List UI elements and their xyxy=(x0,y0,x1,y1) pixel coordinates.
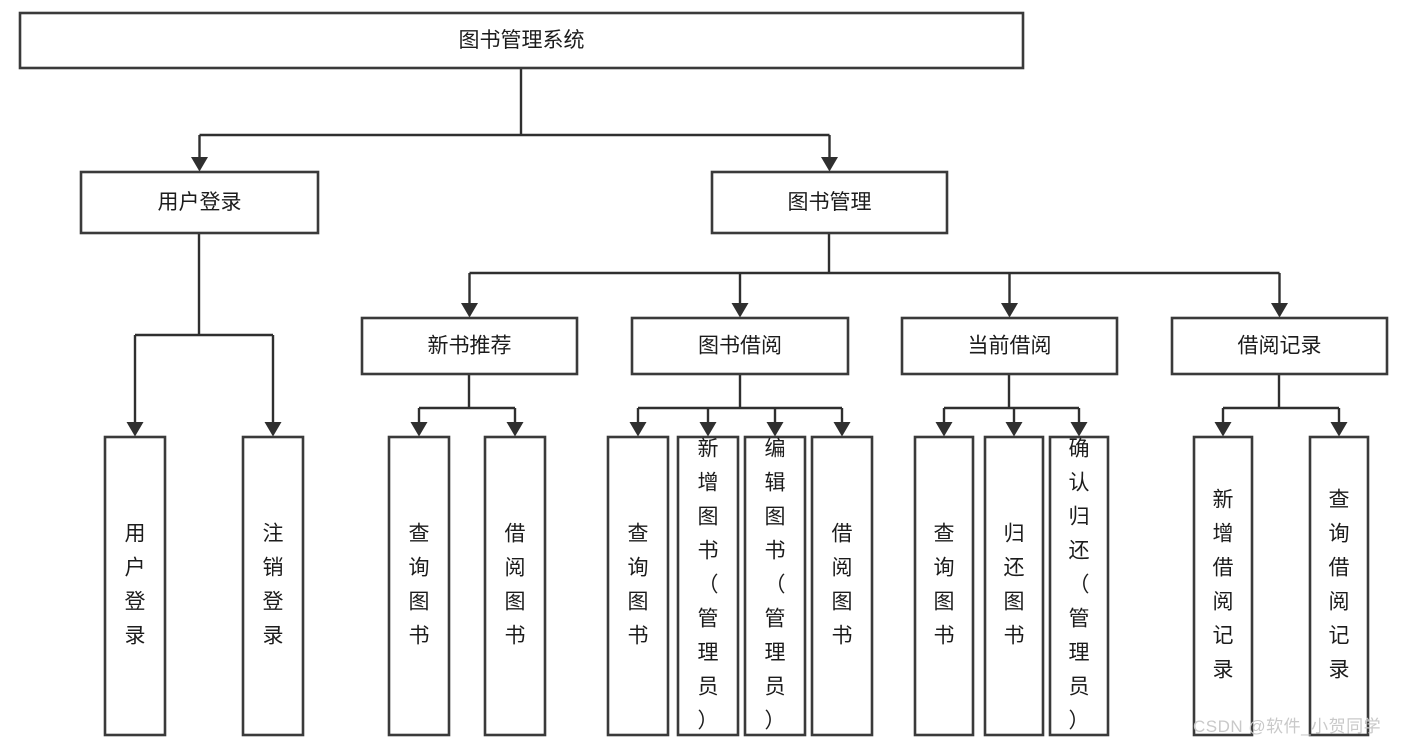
node-label-leaf-user-login: 用户登录 xyxy=(125,523,146,648)
node-box-leaf-confirm-return-admin[interactable] xyxy=(1048,435,1110,737)
node-leaf-confirm-return-admin[interactable]: 确认归还（管理员） xyxy=(1048,435,1110,737)
connector-root-to-level1 xyxy=(191,68,838,172)
node-root[interactable]: 图书管理系统 xyxy=(18,11,1025,70)
node-leaf-add-book-admin[interactable]: 新增图书（管理员） xyxy=(676,435,740,737)
node-box-root[interactable] xyxy=(18,11,1025,70)
node-label-leaf-query-book-recommend: 查询图书 xyxy=(409,523,430,648)
node-box-current-borrow[interactable] xyxy=(900,316,1119,376)
csdn-watermark: CSDN @软件_小贺同学 xyxy=(1193,717,1381,736)
node-box-leaf-query-borrow-record[interactable] xyxy=(1308,435,1370,737)
connector-new-book-recommend-to-leaves xyxy=(410,374,524,437)
node-box-leaf-user-login[interactable] xyxy=(103,435,167,737)
node-leaf-query-book-recommend[interactable]: 查询图书 xyxy=(387,435,451,737)
node-label-book-management: 图书管理 xyxy=(788,191,872,214)
node-box-new-book-recommend[interactable] xyxy=(360,316,579,376)
node-box-book-borrow[interactable] xyxy=(630,316,850,376)
node-leaf-query-book-current[interactable]: 查询图书 xyxy=(913,435,975,737)
node-box-leaf-borrow-book-recommend[interactable] xyxy=(483,435,547,737)
node-label-leaf-borrow-book-recommend: 借阅图书 xyxy=(505,523,526,648)
node-label-leaf-add-book-admin: 新增图书（管理员） xyxy=(698,438,719,733)
node-label-leaf-query-borrow-record: 查询借阅记录 xyxy=(1329,489,1350,682)
node-leaf-edit-book-admin[interactable]: 编辑图书（管理员） xyxy=(743,435,807,737)
node-leaf-add-borrow-record[interactable]: 新增借阅记录 xyxy=(1192,435,1254,737)
node-box-leaf-query-book-borrow[interactable] xyxy=(606,435,670,737)
node-box-leaf-query-book-recommend[interactable] xyxy=(387,435,451,737)
node-new-book-recommend[interactable]: 新书推荐 xyxy=(360,316,579,376)
connector-layer xyxy=(126,68,1348,437)
node-leaf-query-borrow-record[interactable]: 查询借阅记录 xyxy=(1308,435,1370,737)
node-box-borrow-record[interactable] xyxy=(1170,316,1389,376)
connector-borrow-record-to-leaves xyxy=(1214,374,1348,437)
node-label-root: 图书管理系统 xyxy=(459,29,585,52)
node-current-borrow[interactable]: 当前借阅 xyxy=(900,316,1119,376)
node-leaf-user-login[interactable]: 用户登录 xyxy=(103,435,167,737)
node-box-leaf-add-borrow-record[interactable] xyxy=(1192,435,1254,737)
node-layer: 图书管理系统用户登录图书管理新书推荐图书借阅当前借阅借阅记录用户登录注销登录查询… xyxy=(18,11,1389,737)
node-book-management[interactable]: 图书管理 xyxy=(710,170,949,235)
node-label-book-borrow: 图书借阅 xyxy=(698,335,782,358)
node-label-leaf-return-book: 归还图书 xyxy=(1004,523,1025,648)
connector-book-borrow-to-leaves xyxy=(629,374,851,437)
node-box-leaf-query-book-current[interactable] xyxy=(913,435,975,737)
node-book-borrow[interactable]: 图书借阅 xyxy=(630,316,850,376)
connector-book-management-to-level2 xyxy=(461,233,1288,318)
node-label-leaf-borrow-book: 借阅图书 xyxy=(832,523,853,648)
node-label-new-book-recommend: 新书推荐 xyxy=(428,335,512,358)
node-box-user-login[interactable] xyxy=(79,170,320,235)
node-box-leaf-add-book-admin[interactable] xyxy=(676,435,740,737)
node-label-leaf-add-borrow-record: 新增借阅记录 xyxy=(1213,489,1234,682)
connector-user-login-to-leaves xyxy=(126,233,282,437)
node-leaf-borrow-book-recommend[interactable]: 借阅图书 xyxy=(483,435,547,737)
node-label-leaf-logout: 注销登录 xyxy=(263,523,284,648)
node-label-leaf-confirm-return-admin: 确认归还（管理员） xyxy=(1069,438,1090,733)
node-box-book-management[interactable] xyxy=(710,170,949,235)
node-user-login[interactable]: 用户登录 xyxy=(79,170,320,235)
node-box-leaf-borrow-book[interactable] xyxy=(810,435,874,737)
node-box-leaf-logout[interactable] xyxy=(241,435,305,737)
node-borrow-record[interactable]: 借阅记录 xyxy=(1170,316,1389,376)
node-label-borrow-record: 借阅记录 xyxy=(1238,335,1322,358)
node-leaf-logout[interactable]: 注销登录 xyxy=(241,435,305,737)
node-box-leaf-edit-book-admin[interactable] xyxy=(743,435,807,737)
node-label-leaf-edit-book-admin: 编辑图书（管理员） xyxy=(765,438,786,733)
node-label-leaf-query-book-current: 查询图书 xyxy=(934,523,955,648)
node-box-leaf-return-book[interactable] xyxy=(983,435,1045,737)
node-leaf-query-book-borrow[interactable]: 查询图书 xyxy=(606,435,670,737)
connector-current-borrow-to-leaves xyxy=(935,374,1088,437)
node-label-user-login: 用户登录 xyxy=(158,191,242,214)
node-leaf-borrow-book[interactable]: 借阅图书 xyxy=(810,435,874,737)
node-label-current-borrow: 当前借阅 xyxy=(968,335,1052,358)
node-label-leaf-query-book-borrow: 查询图书 xyxy=(628,523,649,648)
node-leaf-return-book[interactable]: 归还图书 xyxy=(983,435,1045,737)
